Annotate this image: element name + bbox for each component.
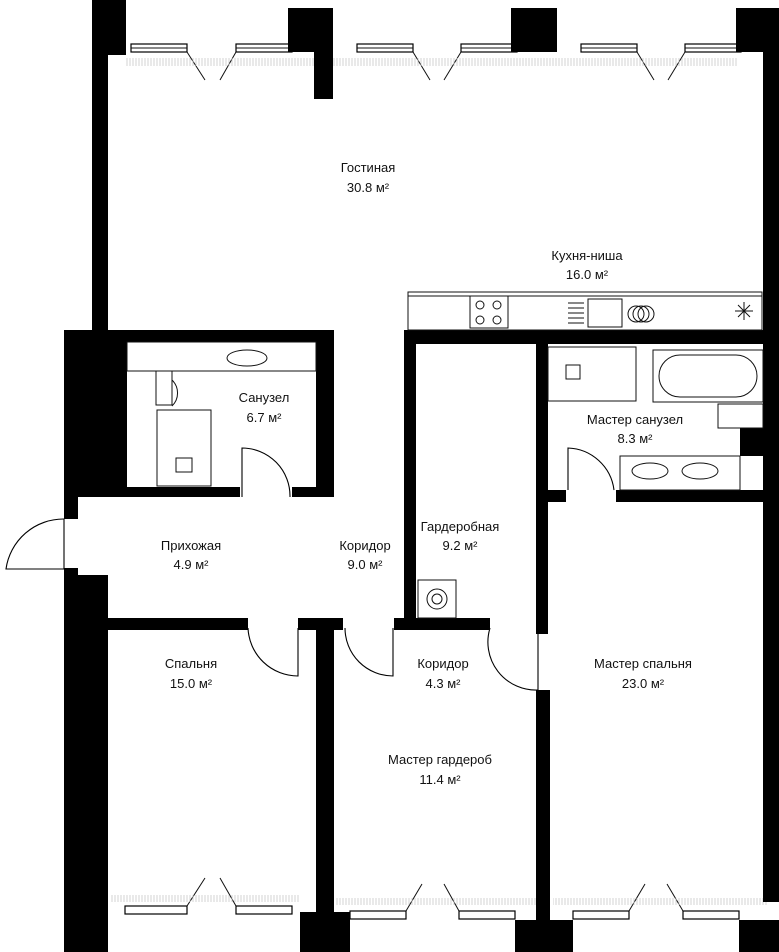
svg-text:Гостиная: Гостиная bbox=[341, 160, 396, 175]
svg-text:Коридор: Коридор bbox=[417, 656, 468, 671]
room-area-master-bath: 8.3 м² bbox=[618, 431, 654, 446]
room-area-bathroom: 6.7 м² bbox=[247, 410, 283, 425]
room-name-bathroom: Санузел bbox=[239, 390, 290, 405]
svg-text:15.0 м²: 15.0 м² bbox=[170, 676, 213, 691]
radiator-strips bbox=[125, 58, 738, 66]
walls bbox=[64, 0, 779, 952]
svg-text:Мастер санузел: Мастер санузел bbox=[587, 412, 683, 427]
svg-text:9.0 м²: 9.0 м² bbox=[348, 557, 384, 572]
room-name-hallway: Прихожая bbox=[161, 538, 221, 553]
doors bbox=[5, 447, 615, 691]
room-area-master-bedroom: 23.0 м² bbox=[622, 676, 665, 691]
svg-text:23.0 м²: 23.0 м² bbox=[622, 676, 665, 691]
kitchen-counter bbox=[407, 291, 763, 331]
svg-text:11.4 м²: 11.4 м² bbox=[419, 772, 461, 787]
svg-text:Мастер гардероб: Мастер гардероб bbox=[388, 752, 492, 767]
svg-text:Прихожая: Прихожая bbox=[161, 538, 221, 553]
wardrobe-washer bbox=[417, 579, 457, 619]
svg-text:8.3 м²: 8.3 м² bbox=[618, 431, 654, 446]
room-area-wardrobe: 9.2 м² bbox=[443, 538, 479, 553]
svg-text:Кухня-ниша: Кухня-ниша bbox=[551, 248, 623, 263]
room-name-corridor-2: Коридор bbox=[417, 656, 468, 671]
room-name-master-bedroom: Мастер спальня bbox=[594, 656, 692, 671]
room-area-master-wardrobe: 11.4 м² bbox=[419, 772, 461, 787]
master-bath-fixtures bbox=[547, 346, 764, 491]
svg-text:4.3 м²: 4.3 м² bbox=[426, 676, 462, 691]
room-area-living: 30.8 м² bbox=[347, 180, 390, 195]
windows-top bbox=[125, 43, 742, 81]
svg-text:Коридор: Коридор bbox=[339, 538, 390, 553]
room-name-wardrobe: Гардеробная bbox=[421, 519, 500, 534]
svg-text:30.8 м²: 30.8 м² bbox=[347, 180, 390, 195]
svg-text:Спальня: Спальня bbox=[165, 656, 217, 671]
windows-bottom bbox=[110, 877, 768, 920]
room-labels: Гостиная 30.8 м² Кухня-ниша 16.0 м² Сану… bbox=[161, 160, 692, 787]
svg-text:16.0 м²: 16.0 м² bbox=[566, 267, 609, 282]
room-name-corridor: Коридор bbox=[339, 538, 390, 553]
svg-text:Гардеробная: Гардеробная bbox=[421, 519, 500, 534]
room-name-master-wardrobe: Мастер гардероб bbox=[388, 752, 492, 767]
room-name-master-bath: Мастер санузел bbox=[587, 412, 683, 427]
room-name-living: Гостиная bbox=[341, 160, 396, 175]
bathroom-fixtures bbox=[126, 341, 317, 487]
room-name-bedroom: Спальня bbox=[165, 656, 217, 671]
room-area-hallway: 4.9 м² bbox=[174, 557, 210, 572]
svg-text:Мастер спальня: Мастер спальня bbox=[594, 656, 692, 671]
svg-text:Санузел: Санузел bbox=[239, 390, 290, 405]
room-area-corridor: 9.0 м² bbox=[348, 557, 384, 572]
room-area-corridor-2: 4.3 м² bbox=[426, 676, 462, 691]
room-name-kitchen: Кухня-ниша bbox=[551, 248, 623, 263]
room-area-kitchen: 16.0 м² bbox=[566, 267, 609, 282]
room-area-bedroom: 15.0 м² bbox=[170, 676, 213, 691]
svg-text:4.9 м²: 4.9 м² bbox=[174, 557, 210, 572]
svg-text:9.2 м²: 9.2 м² bbox=[443, 538, 479, 553]
svg-text:6.7 м²: 6.7 м² bbox=[247, 410, 283, 425]
